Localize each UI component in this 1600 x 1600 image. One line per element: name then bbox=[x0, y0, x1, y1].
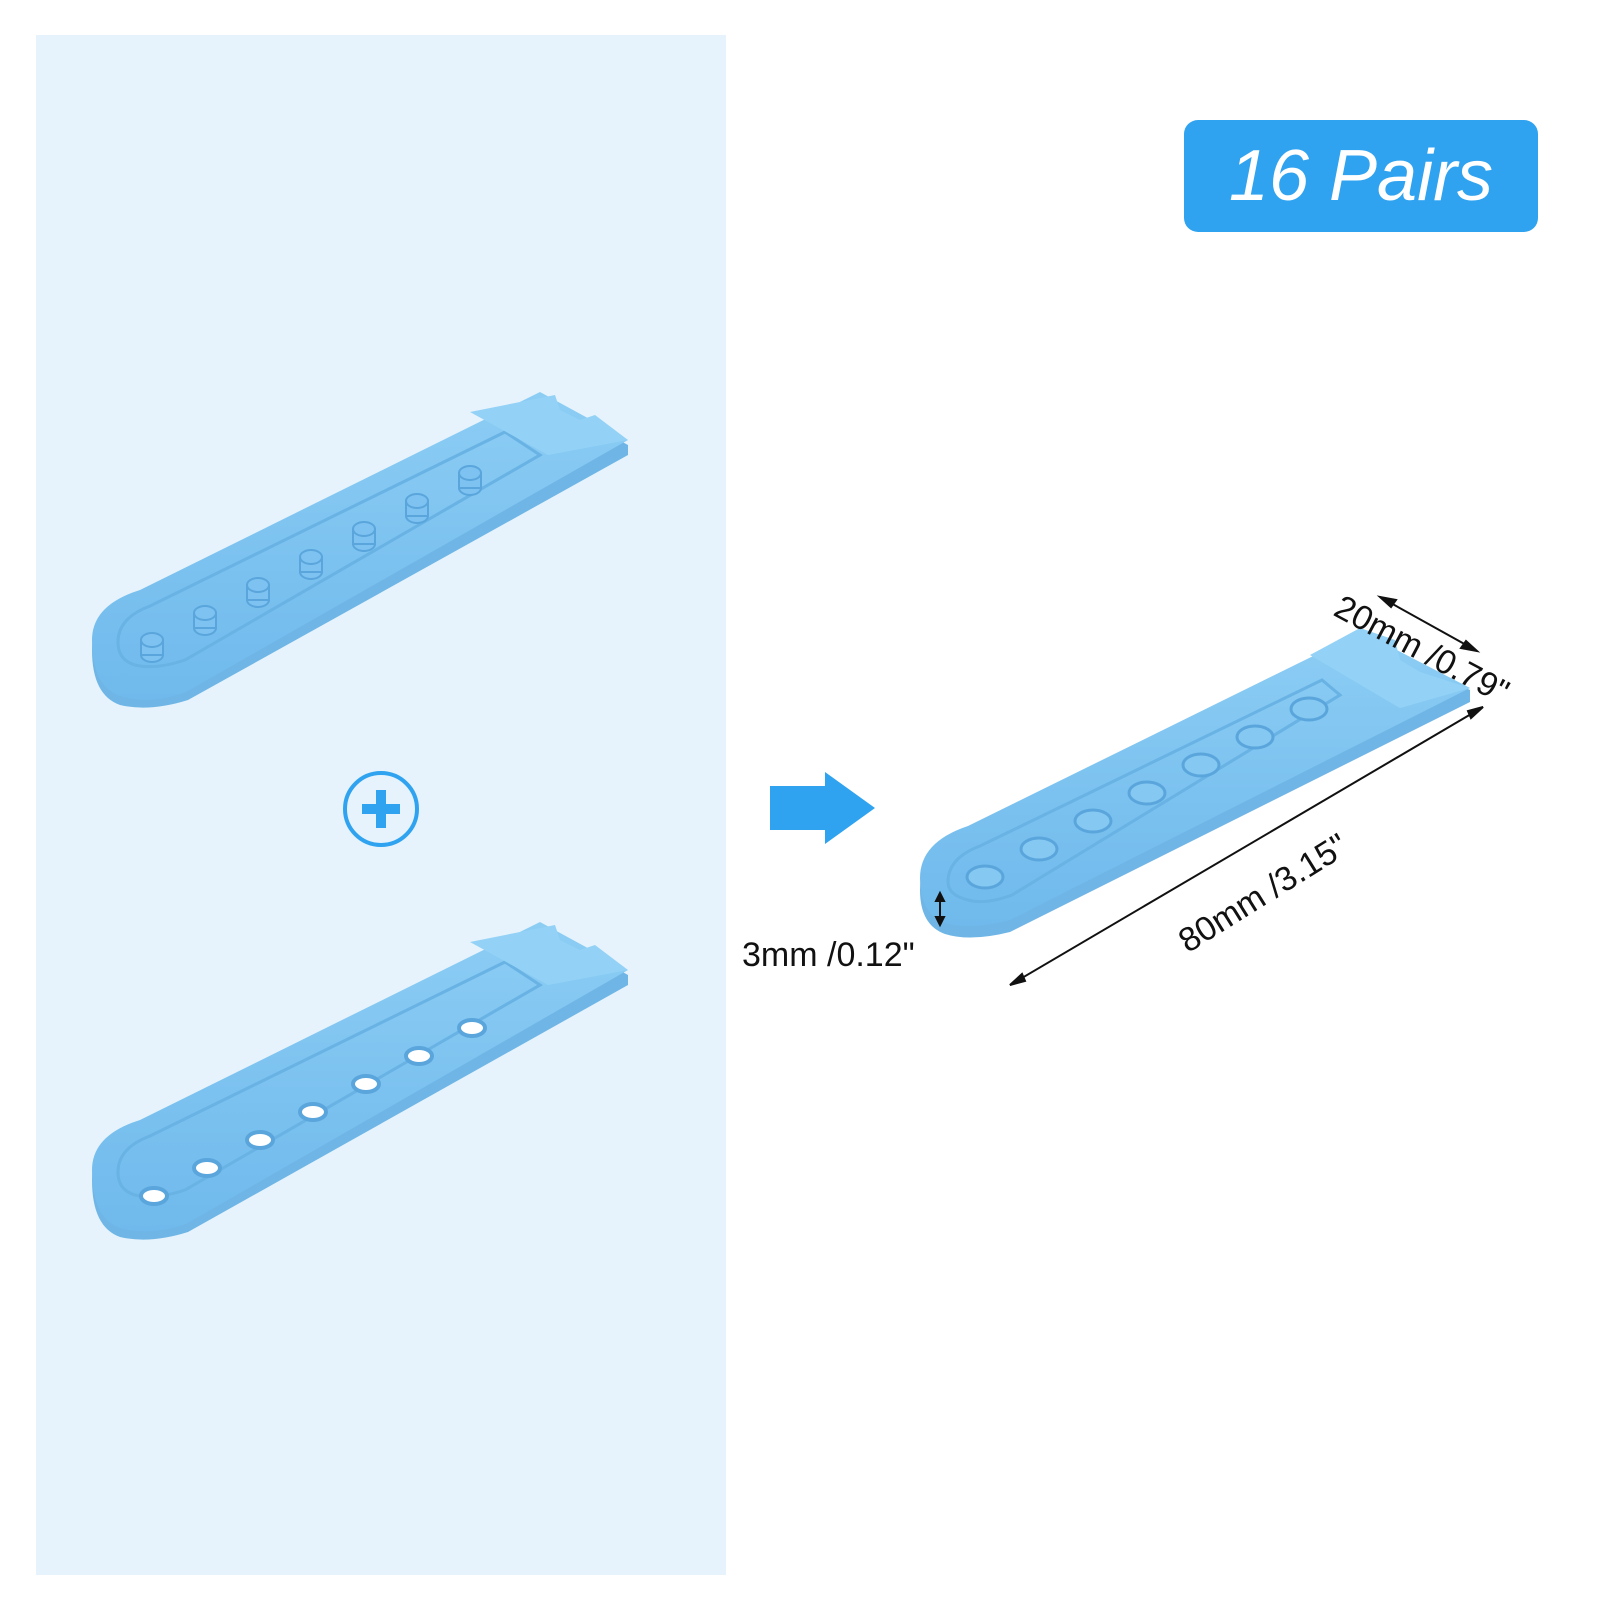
assembled-strap bbox=[920, 628, 1470, 938]
strap-with-holes bbox=[92, 922, 628, 1240]
thickness-label: 3mm /0.12" bbox=[742, 936, 915, 974]
dimension-lines bbox=[934, 595, 1484, 986]
strap-with-pegs bbox=[92, 392, 628, 708]
arrow-right-icon bbox=[770, 772, 875, 844]
plus-circle-icon bbox=[343, 771, 419, 847]
quantity-badge: 16 Pairs bbox=[1184, 120, 1538, 232]
